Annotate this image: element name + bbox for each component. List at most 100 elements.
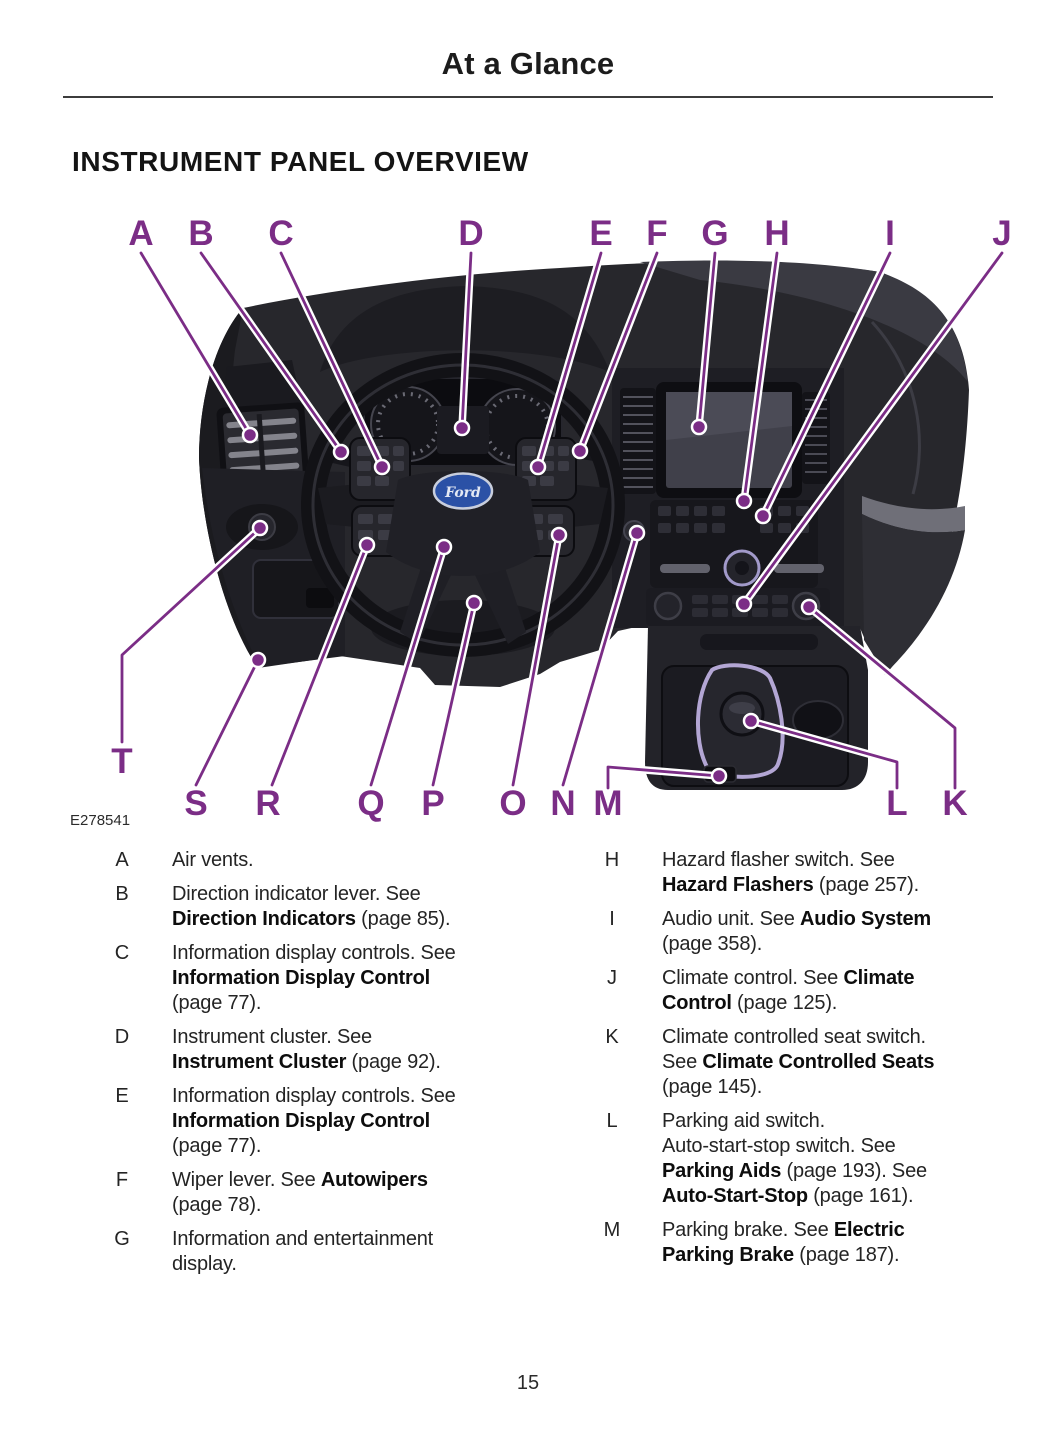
callout-line-N: [561, 531, 639, 787]
legend-key: J: [607, 967, 617, 989]
page-title: At a Glance: [441, 46, 615, 81]
callout-dot-O: [550, 526, 568, 544]
legend-entry-L: L Parking aid switch.Auto-start-stop swit…: [582, 1109, 1022, 1209]
callout-letter-F: F: [646, 214, 667, 253]
callout-letter-O: O: [499, 784, 526, 823]
callout-dot-M: [710, 767, 728, 785]
legend-column-left: A Air vents. B Direction indicator lever. S…: [92, 848, 537, 1286]
callout-letter-H: H: [764, 214, 789, 253]
callout-dot-N: [628, 524, 646, 542]
callout-letter-I: I: [885, 214, 895, 253]
callout-line-E: [536, 251, 603, 469]
callout-dot-I: [754, 507, 772, 525]
callout-dot-L: [742, 712, 760, 730]
callout-letter-R: R: [255, 784, 280, 823]
callout-letter-B: B: [188, 214, 213, 253]
page-number: 15: [516, 1372, 540, 1394]
callout-letter-M: M: [593, 784, 622, 823]
legend-key: I: [609, 908, 615, 930]
legend-key: H: [604, 849, 620, 871]
callout-line-K: [807, 605, 957, 790]
callout-line-J: [742, 251, 1004, 606]
callout-line-H: [742, 251, 779, 503]
callout-letter-K: K: [942, 784, 967, 823]
ford-logo: [432, 472, 494, 510]
callout-letter-G: G: [701, 214, 728, 253]
legend-key: M: [603, 1219, 621, 1241]
callout-dot-T: [251, 519, 269, 537]
callout-dot-C: [373, 458, 391, 476]
legend-key: C: [114, 942, 130, 964]
legend-text: Wiper lever. See Autowipers(page 78).: [172, 1169, 428, 1216]
legend-text: Parking aid switch.Auto-start-stop switc…: [662, 1110, 927, 1207]
callout-line-S: [194, 658, 260, 787]
callout-letter-Q: Q: [357, 784, 384, 823]
callout-line-C: [279, 251, 384, 469]
ford-logo-text: Ford: [444, 485, 481, 501]
callout-line-A: [139, 251, 252, 437]
callout-letter-D: D: [458, 214, 483, 253]
callout-letter-A: A: [128, 214, 153, 253]
callout-line-T: [120, 526, 262, 744]
callout-line-P: [431, 601, 476, 787]
callout-dot-E: [529, 458, 547, 476]
callout-line-I: [761, 251, 892, 518]
callout-dot-A: [241, 426, 259, 444]
callout-line-F: [578, 251, 659, 453]
legend-text: Audio unit. See Audio System(page 358).: [662, 908, 931, 955]
callout-dot-D: [453, 419, 471, 437]
legend-key: K: [605, 1026, 619, 1048]
figure-code: E278541: [70, 812, 130, 829]
callout-letter-E: E: [589, 214, 612, 253]
legend-key: A: [115, 849, 129, 871]
legend-key: E: [115, 1085, 129, 1107]
callout-dot-G: [690, 418, 708, 436]
legend-key: L: [606, 1110, 618, 1132]
legend-entry-A: A Air vents.: [92, 848, 537, 873]
callout-dot-B: [332, 443, 350, 461]
callout-letter-T: T: [111, 742, 132, 781]
callout-line-L: [749, 719, 899, 790]
callout-letter-L: L: [886, 784, 907, 823]
callout-letter-J: J: [992, 214, 1011, 253]
callout-dot-J: [735, 595, 753, 613]
callout-dot-H: [735, 492, 753, 510]
callout-dot-P: [465, 594, 483, 612]
callout-dot-Q: [435, 538, 453, 556]
callout-line-B: [199, 251, 343, 454]
legend-key: B: [115, 883, 129, 905]
callout-line-O: [511, 533, 561, 787]
legend-text: Air vents.: [172, 849, 254, 871]
legend-entry-I: I Audio unit. See Audio System(page 358).: [582, 907, 1022, 957]
callout-dot-F: [571, 442, 589, 460]
callout-line-R: [270, 543, 369, 787]
header-divider: [63, 96, 993, 98]
callout-letter-C: C: [268, 214, 293, 253]
callout-line-M: [606, 765, 721, 790]
callout-letter-S: S: [184, 784, 207, 823]
callout-line-G: [697, 251, 717, 429]
section-title: INSTRUMENT PANEL OVERVIEW: [72, 146, 529, 177]
